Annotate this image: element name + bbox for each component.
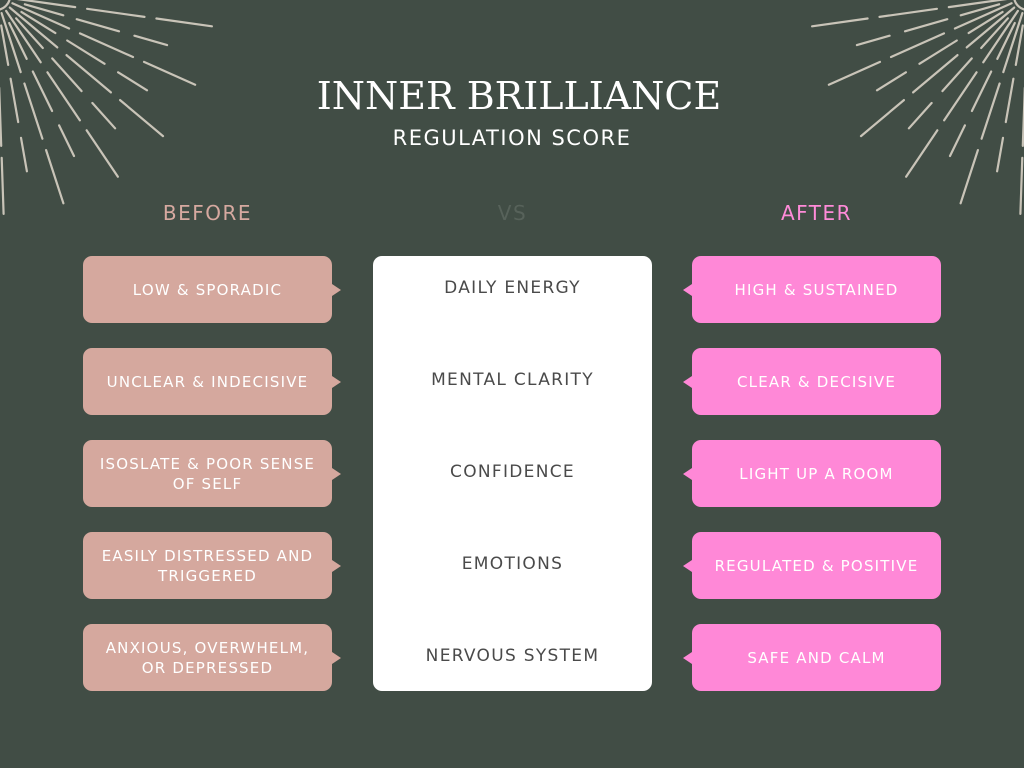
metric-mental-clarity: MENTAL CLARITY bbox=[431, 369, 594, 390]
before-box-nervous-system: ANXIOUS, OVERWHELM, OR DEPRESSED bbox=[83, 624, 341, 691]
page-title: INNER BRILLIANCE bbox=[316, 74, 722, 118]
metric-daily-energy: DAILY ENERGY bbox=[444, 277, 581, 298]
before-box-daily-energy: LOW & SPORADIC bbox=[83, 256, 341, 323]
sunburst-left-icon bbox=[0, 0, 213, 215]
after-box-mental-clarity: CLEAR & DECISIVE bbox=[683, 348, 941, 415]
after-box-nervous-system: SAFE AND CALM bbox=[683, 624, 941, 691]
after-box-emotions: REGULATED & POSITIVE bbox=[683, 532, 941, 599]
after-box-daily-energy: HIGH & SUSTAINED bbox=[683, 256, 941, 323]
sunburst-right-icon bbox=[810, 0, 1024, 215]
before-box-confidence: ISOSLATE & POOR SENSE OF SELF bbox=[83, 440, 341, 507]
metric-emotions: EMOTIONS bbox=[461, 553, 564, 574]
page-subtitle: REGULATION SCORE bbox=[392, 126, 632, 150]
column-header-after: AFTER bbox=[780, 201, 853, 225]
metric-nervous-system: NERVOUS SYSTEM bbox=[425, 645, 600, 666]
after-box-confidence: LIGHT UP A ROOM bbox=[683, 440, 941, 507]
metrics-panel bbox=[373, 256, 652, 691]
before-box-mental-clarity: UNCLEAR & INDECISIVE bbox=[83, 348, 341, 415]
before-box-emotions: EASILY DISTRESSED AND TRIGGERED bbox=[83, 532, 341, 599]
column-header-vs: VS bbox=[497, 201, 528, 225]
column-header-before: BEFORE bbox=[162, 201, 253, 225]
metric-confidence: CONFIDENCE bbox=[450, 461, 575, 482]
